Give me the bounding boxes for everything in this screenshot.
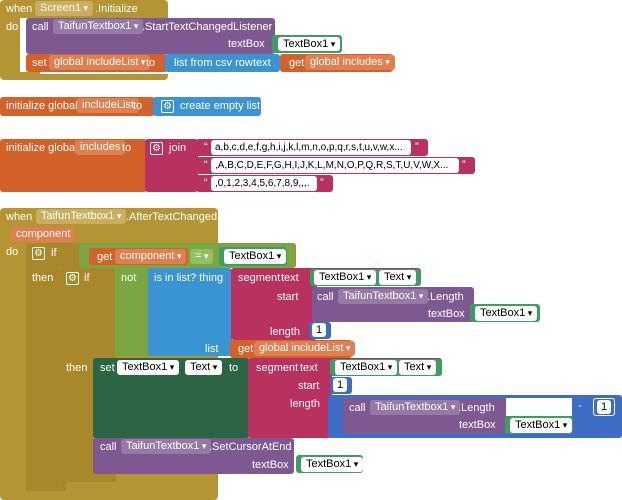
taifun-component-dropdown[interactable]: TaifunTextbox1 — [36, 209, 127, 224]
to-keyword: to — [229, 362, 239, 374]
when-keyword: when — [6, 211, 33, 223]
textbox1-dropdown[interactable]: TextBox1 — [117, 360, 180, 375]
taifun-component-dropdown[interactable]: TaifunTextbox1 — [53, 19, 144, 34]
textbox-param-label: textBox — [428, 308, 465, 320]
after-text-changed-label: .AfterTextChanged — [126, 211, 218, 223]
start-param-label: start — [277, 291, 299, 303]
minus-operator-label: - — [578, 400, 582, 412]
text-property-dropdown[interactable]: Text — [379, 270, 417, 285]
component-param[interactable]: component — [11, 227, 76, 242]
textbox1-dropdown[interactable]: TextBox1 — [314, 270, 377, 285]
textbox1-dropdown[interactable]: TextBox1 — [335, 360, 398, 375]
then-keyword: then — [32, 272, 54, 284]
taifun-component-dropdown[interactable]: TaifunTextbox1 — [370, 400, 461, 415]
length-method-label: .Length — [458, 402, 495, 414]
list-from-csv-row-block[interactable] — [165, 54, 280, 72]
mutator-gear-icon[interactable]: ⚙ — [150, 142, 163, 155]
csv-text-label: text — [253, 57, 271, 69]
not-keyword: not — [121, 272, 137, 284]
length-param-label: length — [270, 326, 300, 338]
textbox1-dropdown[interactable]: TextBox1 — [224, 249, 287, 264]
create-empty-list-label: create empty list — [180, 100, 261, 112]
segment-text-label: text — [281, 272, 299, 284]
text-property-dropdown[interactable]: Text — [399, 360, 437, 375]
text-property-dropdown[interactable]: Text — [185, 360, 223, 375]
get-var-dropdown[interactable]: global includeList — [254, 341, 356, 356]
when-keyword: when — [6, 3, 33, 15]
set-keyword: set — [32, 57, 47, 69]
set-cursor-method-label: .SetCursorAtEnd — [209, 441, 292, 453]
initialize-global-label: initialize global — [6, 142, 78, 154]
length-param-label: length — [290, 398, 320, 410]
mutator-gear-icon[interactable]: ⚙ — [66, 272, 79, 285]
initialize-global-label: initialize global — [6, 100, 78, 112]
list-from-csv-label: list from csv row — [174, 57, 253, 69]
length-method-label: .Length — [427, 291, 464, 303]
number-field[interactable]: 1 — [312, 323, 327, 337]
comparison-operator-dropdown[interactable]: = — [190, 249, 214, 264]
to-keyword: to — [133, 100, 143, 112]
textbox1-dropdown[interactable]: TextBox1 — [475, 306, 538, 321]
set-keyword: set — [100, 362, 115, 374]
call-keyword: call — [100, 441, 117, 453]
start-param-label: start — [298, 380, 320, 392]
join-label: join — [169, 142, 187, 154]
then-keyword: then — [66, 362, 88, 374]
is-in-list-block[interactable] — [148, 268, 232, 356]
taifun-component-dropdown[interactable]: TaifunTextbox1 — [121, 439, 212, 454]
string-literal-field[interactable]: a,b,c,d,e,f,g,h,i,j,k,l,m,n,o,p,q,r,s,t,… — [211, 140, 411, 155]
textbox-param-label: textBox — [459, 419, 496, 431]
string-literal-field[interactable]: ,A,B,C,D,E,F,G,H,I,J,K,L,M,N,O,P,Q,R,S,T… — [211, 158, 459, 173]
initialize-event-label: .Initialize — [95, 3, 138, 15]
get-keyword: get — [289, 57, 305, 69]
segment-text-label: text — [300, 362, 318, 374]
includelist-name-field[interactable]: includeList — [77, 98, 139, 113]
call-keyword: call — [317, 291, 334, 303]
taifun-component-dropdown[interactable]: TaifunTextbox1 — [338, 289, 429, 304]
join-block[interactable] — [145, 139, 198, 192]
call-keyword: call — [32, 21, 49, 33]
string-literal-field[interactable]: ,0,1,2,3,4,5,6,7,8,9,,,. — [211, 176, 317, 191]
do-keyword: do — [6, 246, 19, 258]
to-keyword: to — [122, 142, 132, 154]
textbox1-dropdown[interactable]: TextBox1 — [510, 418, 573, 433]
screen1-dropdown[interactable]: Screen1 — [35, 1, 94, 16]
call-keyword: call — [349, 402, 366, 414]
if-keyword: if — [51, 247, 57, 259]
get-keyword: get — [97, 251, 113, 263]
get-var-dropdown[interactable]: global includes — [305, 55, 395, 70]
list-param-label: list — [205, 343, 219, 355]
segment-label: segment — [238, 272, 281, 284]
number-field[interactable]: 1 — [597, 400, 612, 414]
textbox1-dropdown[interactable]: TextBox1 — [278, 37, 341, 51]
do-keyword: do — [6, 21, 19, 33]
mutator-gear-icon[interactable]: ⚙ — [161, 100, 174, 113]
textbox-param-label: textBox — [252, 459, 289, 471]
not-block[interactable] — [115, 268, 150, 356]
textbox-param-label: textBox — [228, 38, 265, 50]
is-in-list-label: is in list? thing — [154, 272, 224, 284]
get-keyword: get — [238, 343, 254, 355]
if-keyword: if — [84, 272, 90, 284]
textbox1-dropdown[interactable]: TextBox1 — [301, 457, 364, 472]
mutator-gear-icon[interactable]: ⚙ — [32, 247, 45, 260]
set-var-dropdown[interactable]: global includeList — [49, 55, 151, 70]
get-var-dropdown[interactable]: component — [115, 249, 187, 264]
segment-label: segment — [256, 362, 299, 374]
create-empty-list-block[interactable] — [153, 97, 261, 116]
start-listener-method: .StartTextChangedListener — [142, 21, 273, 33]
includes-name-field[interactable]: includes — [75, 140, 126, 155]
to-keyword: to — [146, 57, 156, 69]
number-field[interactable]: 1 — [333, 378, 348, 392]
